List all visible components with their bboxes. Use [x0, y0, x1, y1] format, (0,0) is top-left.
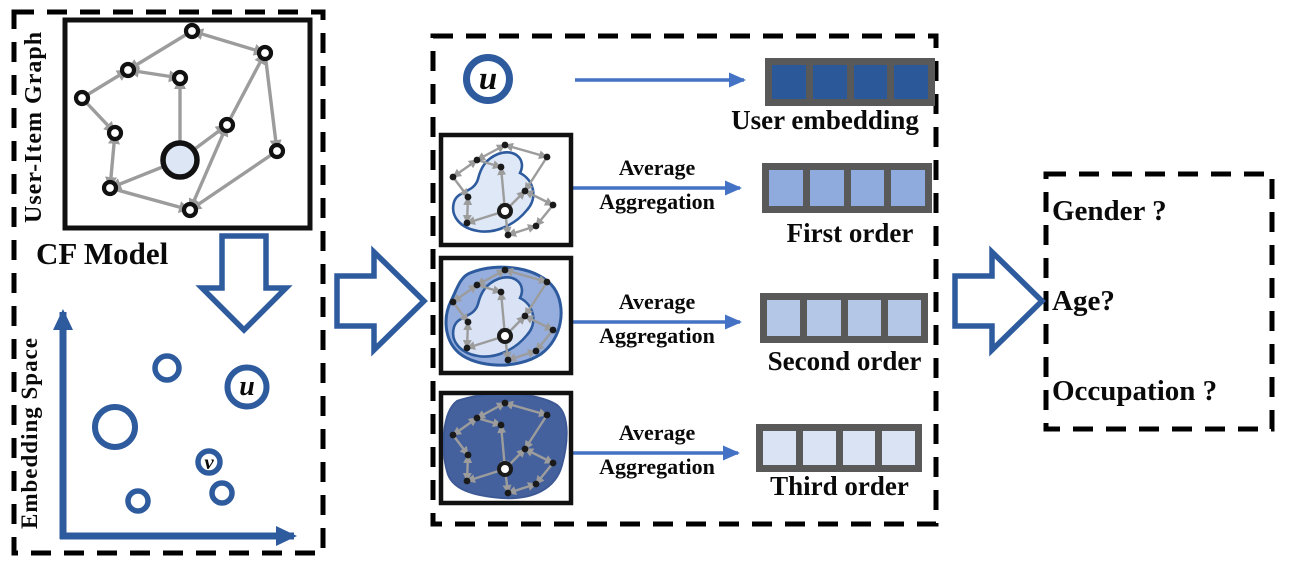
- flow-arrow-left-icon: [334, 245, 428, 357]
- user-node-circle: [463, 54, 513, 104]
- embedding-space-points: [92, 353, 270, 514]
- cf-model-down-arrow-icon: [195, 233, 293, 334]
- embedding-point-v: [195, 448, 223, 476]
- embedding-point-u-label: u: [239, 371, 255, 402]
- aggregation-label-line1: Average: [618, 420, 696, 445]
- aggregation-label-line1: Average: [618, 289, 696, 314]
- second-order-vector: [760, 293, 928, 343]
- embedding-point-u: [224, 364, 270, 410]
- user-embedding-vector: [765, 58, 935, 106]
- vector-cell: [809, 170, 844, 206]
- user-item-graph-figure: [73, 22, 286, 219]
- vector-cell: [767, 300, 801, 336]
- vector-cell: [847, 300, 881, 336]
- question-gender: Gender ?: [1052, 195, 1167, 227]
- embedding-space-axes: [53, 309, 297, 546]
- aggregation-label-line2: Aggregation: [599, 323, 715, 348]
- embedding-point-v-label: v: [204, 449, 214, 474]
- flow-arrow-right-icon: [952, 245, 1046, 357]
- right-panel-border: [1043, 171, 1275, 432]
- vector-cell: [769, 170, 803, 206]
- second-order-graph: [444, 264, 563, 367]
- vector-cell: [772, 65, 806, 99]
- vector-cell: [894, 65, 928, 99]
- vector-cell: [891, 170, 925, 206]
- third-order-graph: [443, 395, 568, 500]
- aggregation-label-line1: Average: [618, 155, 696, 180]
- first-order-region-inner: [451, 276, 535, 358]
- third-order-vector: [756, 424, 922, 472]
- user-item-graph-nodes: [73, 22, 286, 219]
- vector-cell: [763, 431, 796, 465]
- first-order-region: [451, 151, 535, 233]
- vector-cell: [887, 300, 921, 336]
- vector-cell: [812, 65, 847, 99]
- user-embedding-label: User embedding: [731, 105, 919, 135]
- vector-cell: [807, 300, 841, 336]
- embedding-space-label: Embedding Space: [17, 337, 42, 530]
- left-panel-border: [11, 9, 326, 556]
- first-order-graph: [447, 139, 559, 241]
- third-order-label: Third order: [770, 471, 909, 501]
- vector-cell: [850, 170, 885, 206]
- user-node-label: u: [478, 60, 498, 97]
- cf-model-label: CF Model: [36, 236, 169, 271]
- user-item-graph-title: User-Item Graph: [21, 30, 47, 224]
- target-user-node: [160, 140, 200, 180]
- vector-cell: [853, 65, 888, 99]
- question-occupation: Occupation ?: [1052, 375, 1218, 407]
- aggregation-label-line2: Aggregation: [599, 454, 715, 479]
- first-order-vector: [762, 163, 932, 213]
- vector-cell: [882, 431, 915, 465]
- question-age: Age?: [1052, 285, 1115, 317]
- vector-cell: [802, 431, 836, 465]
- second-order-label: Second order: [767, 346, 922, 376]
- vector-cell: [842, 431, 876, 465]
- first-order-label: First order: [786, 218, 914, 248]
- aggregation-label-line2: Aggregation: [599, 189, 715, 214]
